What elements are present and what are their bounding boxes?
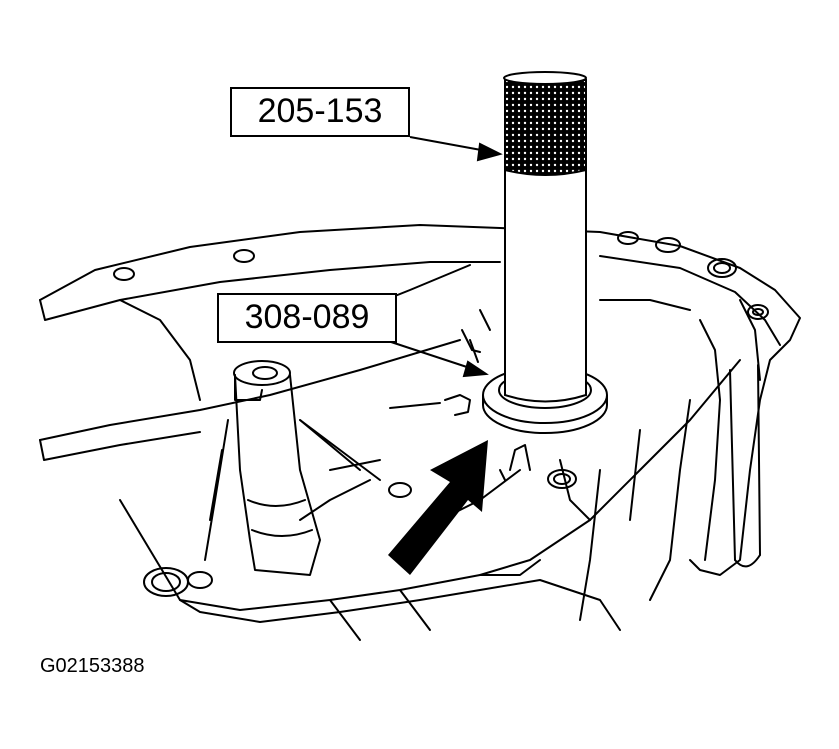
callout-handle-tool-number: 205-153 [230,87,410,137]
direction-arrow [388,440,488,575]
figure-id: G02153388 [40,655,145,677]
transmission-case [39,224,801,641]
handle-tool [503,71,587,403]
leader-lines [384,136,503,378]
callout-installer-tool-number: 308-089 [217,293,397,343]
